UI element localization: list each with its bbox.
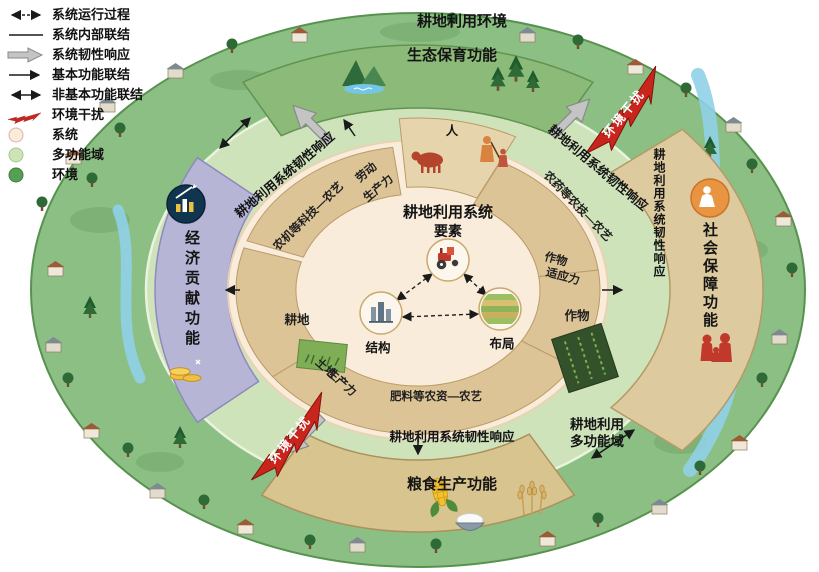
legend-label: 系统韧性响应 [52, 47, 131, 62]
machinery-node [426, 238, 470, 282]
tractor-icon [436, 247, 459, 270]
eco-function-sector [241, 44, 595, 137]
legend-label: 系统内部联结 [52, 27, 131, 42]
legend-label: 系统 [52, 127, 79, 142]
legend-label: 非基本功能联结 [52, 87, 144, 102]
layout-node [478, 287, 522, 331]
resilience-label-e: 耕地利用系统韧性响应 [652, 148, 666, 278]
structure-label: 结构 [365, 340, 390, 355]
resilience-label-s: 耕地利用系统韧性响应 [389, 429, 515, 444]
legend-item-basic-link: 基本功能联结 [6, 66, 143, 84]
legend-label: 多功能域 [52, 147, 105, 162]
run-process-links [396, 273, 487, 322]
legend-label: 环境 [52, 167, 79, 182]
tree-icon [36, 196, 48, 211]
social-security-icon [690, 178, 730, 218]
farmer-icon [480, 136, 501, 162]
economic-function-title: 经济贡献功能 [183, 230, 200, 350]
field-layout-icon [481, 294, 519, 324]
lightning-bolt-icon [7, 112, 42, 124]
legend-item-domain: 多功能域 [6, 146, 143, 164]
internal-link-line-icon [9, 34, 43, 36]
cattle-icon [411, 151, 443, 173]
river-left [112, 204, 146, 384]
center-title-line2: 要素 [434, 223, 462, 239]
wheat-icon [517, 480, 547, 516]
legend-item-internal-link: 系统内部联结 [6, 26, 143, 44]
domain-swatch-icon [8, 147, 24, 163]
basic-function-links [224, 118, 624, 456]
grassland-patch-icon [296, 339, 348, 373]
farmer-icon [498, 148, 508, 167]
crops-field-patch-icon [550, 322, 620, 394]
legend-item-environment: 环境 [6, 166, 143, 184]
legend-label: 系统运行过程 [52, 7, 131, 22]
gold-coins-icon [169, 359, 202, 382]
nonbasic-function-links [219, 117, 636, 459]
legend-item-nonbasic-link: 非基本功能联结 [6, 86, 143, 104]
system-element-band [235, 117, 601, 435]
corn-icon [430, 477, 458, 518]
labor-arc-segment [246, 146, 402, 258]
legend-label: 环境干扰 [52, 107, 105, 122]
structure-node [359, 291, 403, 335]
environment-label: 耕地利用环境 [417, 12, 507, 30]
fertilizer-arc-label: 肥料等农资—农艺 [390, 389, 482, 403]
center-title-line1: 耕地利用系统 [403, 203, 493, 221]
land-label: 耕地 [284, 312, 310, 327]
run-process-dashed-arrow-icon [10, 9, 42, 21]
mountain-water-icon [342, 60, 386, 94]
nonbasic-link-double-arrow-icon [10, 89, 42, 101]
legend-item-resilience: 系统韧性响应 [6, 46, 143, 64]
environment-swatch-icon [8, 167, 24, 183]
house-icon [724, 116, 743, 133]
economic-function-sector [154, 156, 260, 424]
legend-item-disturbance: 环境干扰 [6, 106, 143, 124]
rice-bowl-icon [454, 513, 486, 531]
legend-label: 基本功能联结 [52, 67, 131, 82]
crop-label: 作物 [564, 308, 590, 323]
economy-chart-icon [166, 184, 206, 224]
food-function-sector [260, 433, 576, 533]
legend-item-run-process: 系统运行过程 [6, 6, 143, 24]
food-function-title: 粮食生产功能 [407, 475, 497, 493]
city-structure-icon [369, 302, 393, 323]
resilience-block-arrow-icon [7, 47, 44, 63]
social-function-title: 社会保障功能 [701, 222, 718, 330]
multifunction-domain-label-line2: 多功能域 [570, 433, 624, 449]
legend: 系统运行过程 系统内部联结 系统韧性响应 基本功能联结 非基本功能联结 环境干扰 [6, 6, 143, 184]
family-icon [700, 333, 732, 362]
system-swatch-icon [8, 127, 24, 143]
multifunction-domain-label-line1: 耕地利用 [570, 416, 624, 432]
layout-label: 布局 [489, 336, 514, 351]
basic-link-arrow-icon [9, 69, 41, 81]
person-label: 人 [446, 123, 459, 138]
eco-function-title: 生态保育功能 [407, 46, 497, 64]
legend-item-system: 系统 [6, 126, 143, 144]
house-icon [166, 62, 185, 79]
